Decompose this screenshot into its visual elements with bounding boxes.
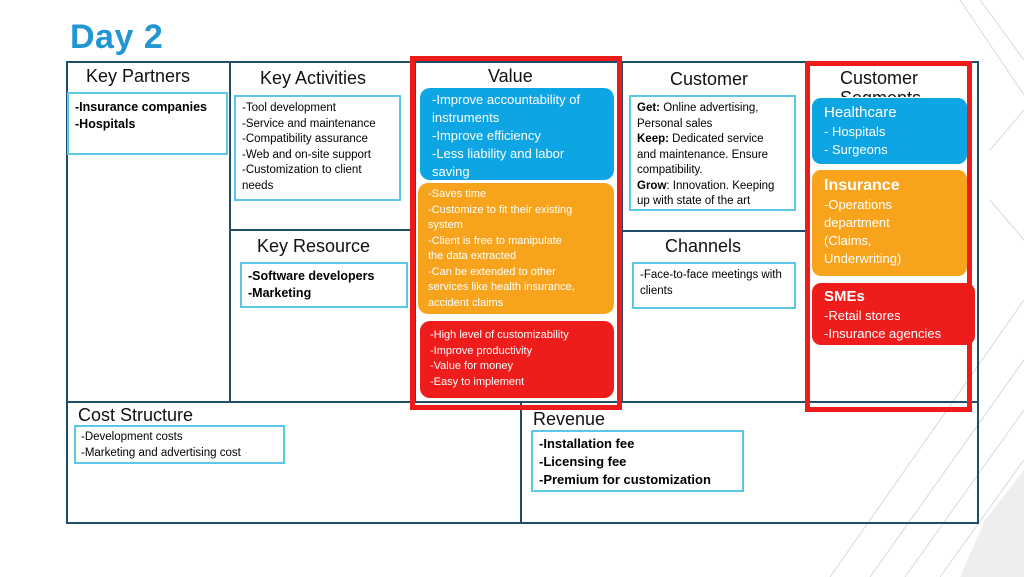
segment-item: (Claims,: [824, 233, 872, 248]
segment-healthcare-head: Healthcare: [824, 104, 897, 121]
key-partners-title: Key Partners: [86, 66, 191, 86]
divider: [230, 229, 416, 231]
segment-insurance-head: Insurance: [824, 177, 900, 194]
value-item: -Easy to implement: [430, 375, 525, 388]
key-resource-item: -Software developers: [248, 269, 375, 283]
key-activities-title: Key Activities: [260, 68, 367, 88]
key-activities-box: -Tool development -Service and maintenan…: [234, 95, 401, 201]
key-resource-title: Key Resource: [257, 236, 371, 256]
key-activity-item: -Tool development: [242, 102, 336, 114]
value-pill-orange: -Saves time -Customize to fit their exis…: [418, 183, 614, 314]
channel-item: clients: [640, 284, 673, 297]
value-item: -Can be extended to other: [428, 265, 556, 278]
value-item: system: [428, 219, 463, 231]
segment-item: -Insurance agencies: [824, 326, 942, 341]
channels-title: Channels: [665, 236, 742, 256]
key-activity-item: -Web and on-site support: [242, 148, 371, 161]
channel-item: -Face-to-face meetings with: [640, 269, 782, 281]
revenue-item: -Installation fee: [539, 436, 635, 451]
value-item: the data extracted: [428, 250, 517, 262]
value-highlight-frame: [410, 56, 622, 410]
value-item: services like health insurance,: [428, 281, 575, 293]
channels-box: -Face-to-face meetings with clients: [632, 262, 796, 309]
value-item: -Improve efficiency: [432, 128, 541, 143]
segments-highlight-frame: [805, 61, 972, 412]
divider: [414, 62, 416, 402]
key-resource-item: -Marketing: [248, 286, 312, 300]
value-item: -Customize to fit their existing: [428, 203, 573, 216]
customer-relationship-item: and maintenance. Ensure: [637, 148, 769, 161]
customer-segments-title-cut: Segments: [840, 89, 921, 97]
segment-item: Underwriting): [824, 251, 902, 266]
divider: [66, 401, 979, 403]
divider: [621, 62, 623, 402]
customer-relationships-box: Get: Online advertising, Personal sales …: [629, 95, 796, 211]
segment-item: - Surgeons: [824, 142, 888, 157]
value-item: -Saves time: [428, 188, 487, 200]
customer-relationship-item: Get: Online advertising,: [637, 102, 759, 114]
value-item: -Client is free to manipulate: [428, 234, 562, 247]
customer-relationship-item: Keep: Dedicated service: [637, 133, 764, 145]
customer-relationship-item: Personal sales: [637, 117, 713, 130]
segment-insurance: Insurance -Operations department (Claims…: [812, 170, 967, 276]
revenue-item: -Licensing fee: [539, 454, 627, 469]
segment-smes: SMEs -Retail stores -Insurance agencies: [812, 283, 975, 345]
segment-item: department: [824, 215, 890, 230]
cost-item: -Marketing and advertising cost: [81, 446, 241, 459]
value-item: saving: [432, 164, 470, 179]
value-pill-red: -High level of customizability -Improve …: [420, 321, 614, 398]
divider: [622, 230, 808, 232]
segment-healthcare: Healthcare - Hospitals - Surgeons: [812, 98, 967, 164]
revenue-box: -Installation fee -Licensing fee -Premiu…: [531, 430, 744, 492]
key-partner-item: -Insurance companies: [75, 100, 207, 114]
key-activity-item: -Customization to client: [242, 164, 362, 176]
customer-relationship-item: compatibility.: [637, 164, 703, 176]
revenue-item: -Premium for customization: [539, 472, 711, 487]
customer-relationship-item: Grow: Innovation. Keeping: [637, 179, 775, 192]
page-title: Day 2: [70, 18, 164, 56]
key-partners-box: -Insurance companies -Hospitals: [67, 92, 228, 155]
key-activity-item: needs: [242, 179, 274, 192]
value-title: Value: [488, 66, 533, 86]
value-item: -Less liability and labor: [432, 146, 565, 161]
key-activity-item: -Service and maintenance: [242, 117, 376, 130]
cost-structure-title: Cost Structure: [78, 405, 194, 425]
divider: [520, 402, 522, 524]
segment-item: -Operations: [824, 197, 892, 212]
revenue-title: Revenue: [533, 409, 606, 429]
key-resource-box: -Software developers -Marketing: [240, 262, 408, 308]
cost-structure-box: -Development costs -Marketing and advert…: [74, 425, 285, 464]
customer-segments-title: Customer: [840, 68, 919, 88]
segment-item: - Hospitals: [824, 124, 886, 139]
segment-smes-head: SMEs: [824, 288, 865, 305]
value-item: -Improve accountability of: [432, 92, 581, 107]
value-item: accident claims: [428, 296, 504, 309]
value-item: -Value for money: [430, 360, 513, 372]
value-item: -Improve productivity: [430, 344, 533, 357]
value-pill-blue: -Improve accountability of instruments -…: [420, 88, 614, 180]
value-item: instruments: [432, 110, 500, 125]
segment-item: -Retail stores: [824, 308, 901, 323]
customer-relationship-item: up with state of the art: [637, 195, 751, 207]
cost-item: -Development costs: [81, 431, 183, 443]
key-partner-item: -Hospitals: [75, 117, 136, 131]
customer-relationships-title: Customer: [670, 69, 749, 89]
value-item: -High level of customizability: [430, 329, 569, 341]
divider: [229, 62, 231, 402]
business-model-canvas: [66, 61, 979, 524]
key-activity-item: -Compatibility assurance: [242, 133, 368, 145]
